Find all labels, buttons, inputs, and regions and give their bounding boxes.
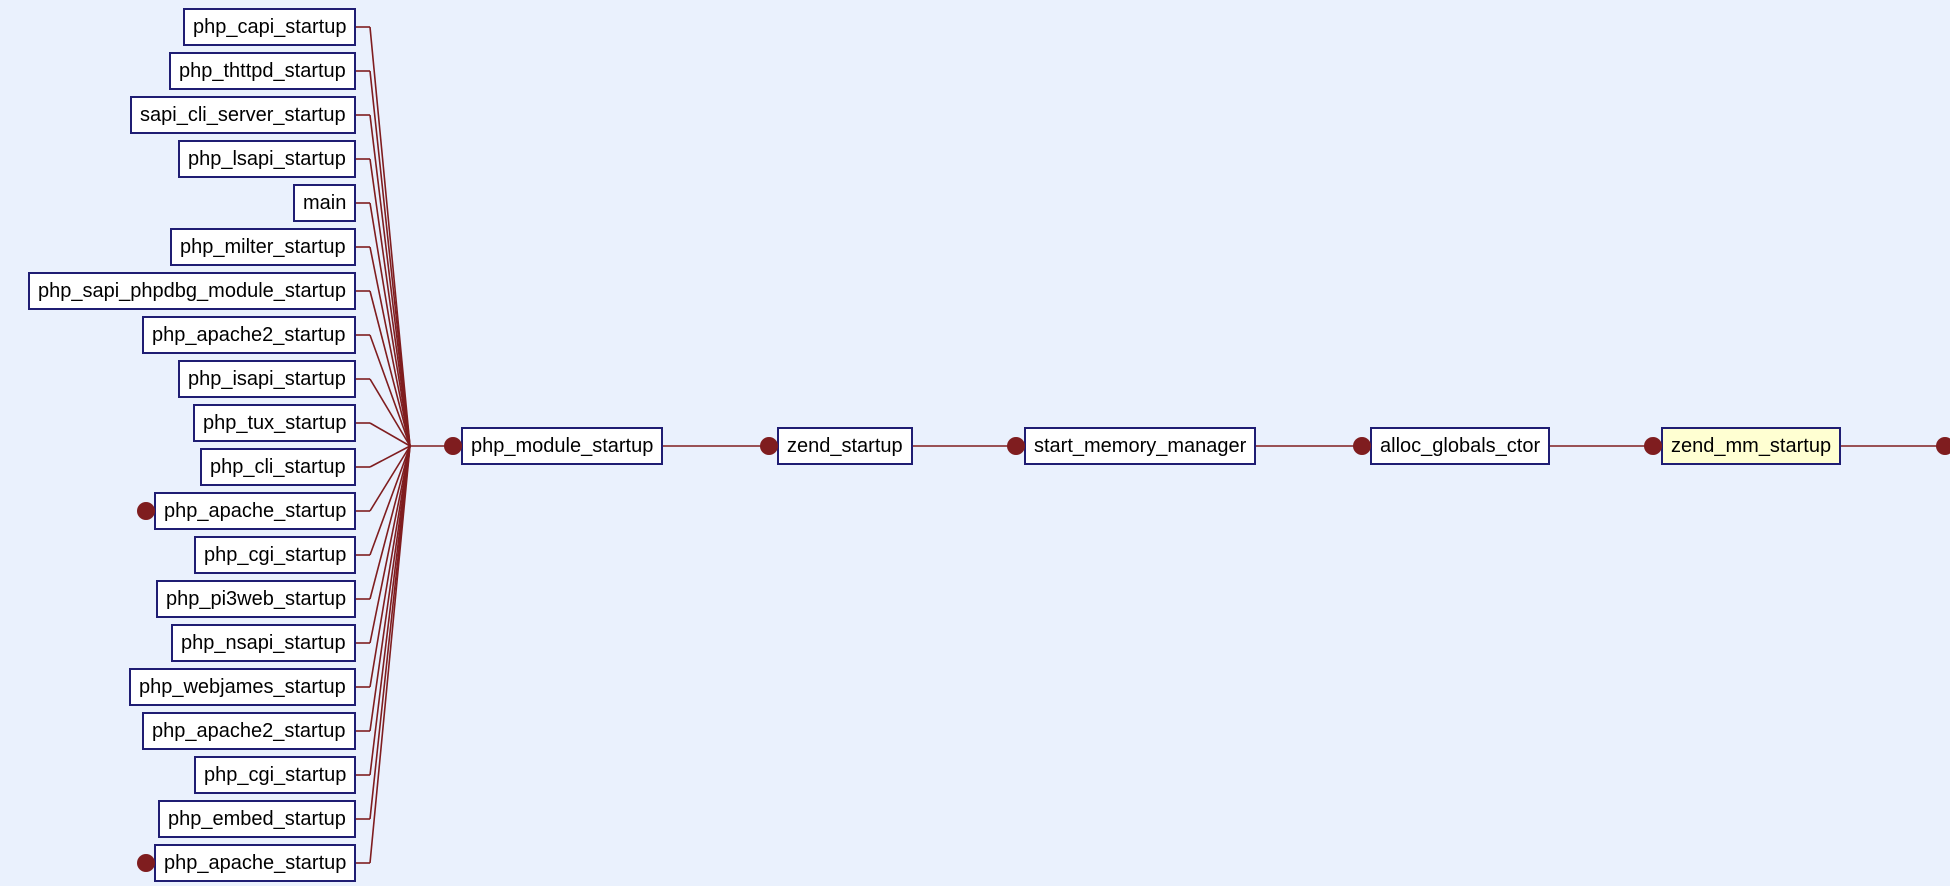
caller-node[interactable]: php_apache2_startup bbox=[142, 316, 356, 354]
caller-node[interactable]: sapi_cli_server_startup bbox=[130, 96, 356, 134]
expand-callers-dot[interactable] bbox=[1353, 437, 1371, 455]
function-node[interactable]: php_module_startup bbox=[461, 427, 664, 465]
caller-node[interactable]: php_cgi_startup bbox=[194, 536, 357, 574]
caller-edge bbox=[369, 445, 411, 512]
caller-node[interactable]: php_apache_startup bbox=[154, 844, 357, 882]
expand-callees-dot[interactable] bbox=[1936, 437, 1950, 455]
caller-edge bbox=[369, 445, 411, 556]
caller-node[interactable]: php_milter_startup bbox=[170, 228, 356, 266]
caller-edge bbox=[369, 334, 411, 447]
caller-node[interactable]: php_apache2_startup bbox=[142, 712, 356, 750]
caller-edge bbox=[369, 70, 411, 447]
expand-caller-dot[interactable] bbox=[137, 502, 155, 520]
expand-callers-dot[interactable] bbox=[444, 437, 462, 455]
caller-edge bbox=[369, 445, 411, 468]
expand-callers-dot[interactable] bbox=[760, 437, 778, 455]
caller-node[interactable]: php_cgi_startup bbox=[194, 756, 357, 794]
caller-node[interactable]: php_thttpd_startup bbox=[169, 52, 356, 90]
function-node[interactable]: zend_mm_startup bbox=[1661, 427, 1842, 465]
caller-edge bbox=[369, 378, 411, 447]
caller-node[interactable]: main bbox=[293, 184, 357, 222]
expand-callers-dot[interactable] bbox=[1644, 437, 1662, 455]
caller-node[interactable]: php_apache_startup bbox=[154, 492, 357, 530]
caller-edge bbox=[369, 290, 411, 447]
caller-node[interactable]: php_tux_startup bbox=[193, 404, 357, 442]
caller-node[interactable]: php_lsapi_startup bbox=[178, 140, 356, 178]
caller-edge bbox=[369, 445, 411, 644]
caller-edge bbox=[369, 114, 411, 447]
caller-edge bbox=[369, 158, 411, 447]
caller-node[interactable]: php_nsapi_startup bbox=[171, 624, 356, 662]
expand-caller-dot[interactable] bbox=[137, 854, 155, 872]
caller-node[interactable]: php_isapi_startup bbox=[178, 360, 356, 398]
function-node[interactable]: alloc_globals_ctor bbox=[1370, 427, 1551, 465]
caller-edge bbox=[369, 202, 411, 447]
caller-edge bbox=[369, 445, 411, 600]
expand-callers-dot[interactable] bbox=[1007, 437, 1025, 455]
function-node[interactable]: zend_startup bbox=[777, 427, 913, 465]
caller-node[interactable]: php_pi3web_startup bbox=[156, 580, 357, 618]
caller-node[interactable]: php_sapi_phpdbg_module_startup bbox=[28, 272, 357, 310]
caller-edge bbox=[369, 445, 411, 688]
caller-node[interactable]: php_embed_startup bbox=[158, 800, 356, 838]
caller-edge bbox=[369, 422, 411, 447]
caller-node[interactable]: php_capi_startup bbox=[183, 8, 357, 46]
function-node[interactable]: start_memory_manager bbox=[1024, 427, 1257, 465]
caller-edge bbox=[369, 445, 411, 864]
caller-node[interactable]: php_webjames_startup bbox=[129, 668, 356, 706]
caller-edge bbox=[369, 445, 411, 732]
caller-edge bbox=[369, 246, 411, 447]
caller-node[interactable]: php_cli_startup bbox=[200, 448, 356, 486]
